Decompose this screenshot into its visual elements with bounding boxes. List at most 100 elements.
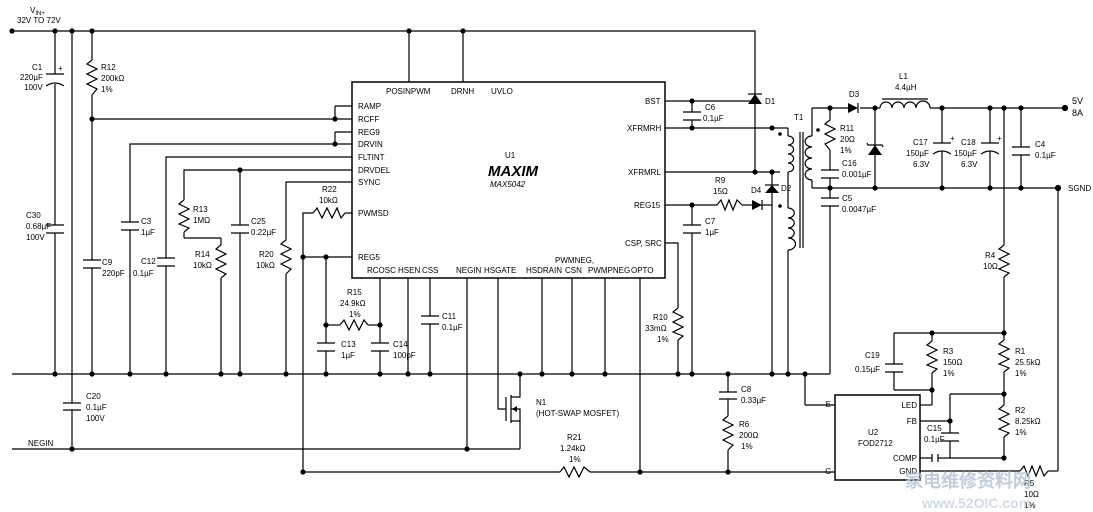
pin-negin: NEGIN [456,266,482,275]
svg-text:8.25kΩ: 8.25kΩ [1015,417,1041,426]
svg-text:1%: 1% [349,310,361,319]
negin-label: NEGIN [28,439,54,448]
svg-text:1µF: 1µF [705,228,719,237]
pin-uvlo: UVLO [491,87,513,96]
svg-text:C30: C30 [26,211,41,220]
pin-css: CSS [422,266,438,275]
svg-text:1%: 1% [943,369,955,378]
pin-reg15: REG15 [634,201,661,210]
svg-text:C15: C15 [927,424,942,433]
u2-part: FOD2712 [858,439,893,448]
svg-text:0.1µF: 0.1µF [1035,151,1056,160]
svg-text:10Ω: 10Ω [983,262,998,271]
svg-text:C13: C13 [341,340,356,349]
u2-pin-e: E [826,400,831,409]
pin-opto: OPTO [631,266,654,275]
svg-text:1%: 1% [569,455,581,464]
svg-text:24.9kΩ: 24.9kΩ [340,299,366,308]
svg-text:C25: C25 [251,217,266,226]
svg-text:100V: 100V [86,414,105,423]
resistor-symbols [85,59,1049,479]
pin-reg5: REG5 [358,253,380,262]
r2-label: R2 8.25kΩ 1% [1015,406,1041,437]
pin-fltint: FLTINT [358,153,385,162]
svg-text:4.4µH: 4.4µH [895,83,917,92]
pin-csn: CSN [565,266,582,275]
u1-ref: U1 [505,151,516,160]
r9-label: R9 15Ω [713,176,728,196]
svg-text:C7: C7 [705,217,716,226]
d3-label: D3 [849,90,860,99]
svg-text:25.5kΩ: 25.5kΩ [1015,358,1041,367]
svg-text:C5: C5 [842,194,853,203]
pin-reg9: REG9 [358,128,380,137]
r20-label: R20 10kΩ [256,250,275,270]
mosfet-n1 [505,395,521,425]
r10-label: R10 33mΩ 1% [645,313,669,344]
d4-label: D4 [751,186,762,195]
svg-text:33mΩ: 33mΩ [645,324,667,333]
r4-label: R4 10Ω [983,251,998,271]
svg-text:(HOT-SWAP MOSFET): (HOT-SWAP MOSFET) [536,409,619,418]
c7-label: C7 1µF [705,217,719,237]
d2-label: D2 [781,184,792,193]
svg-text:10kΩ: 10kΩ [256,261,275,270]
svg-text:6.3V: 6.3V [913,160,930,169]
svg-text:220µF: 220µF [20,73,43,82]
c25-label: C25 0.22µF [251,217,276,237]
svg-text:1µF: 1µF [141,228,155,237]
r6-label: R6 200Ω 1% [739,420,758,451]
svg-text:C8: C8 [741,385,752,394]
svg-text:0.1µF: 0.1µF [924,435,945,444]
svg-text:1%: 1% [1024,501,1036,510]
c6-label: C6 0.1µF [703,103,724,123]
svg-text:0.1µF: 0.1µF [133,269,154,278]
c13-label: C13 1µF [341,340,356,360]
u2-pin-led: LED [901,401,917,410]
svg-text:R15: R15 [347,288,362,297]
u1-body [351,81,666,279]
c17-label: C17 150µF 6.3V [906,138,930,169]
r21-label: R21 1.24kΩ 1% [560,433,586,464]
svg-text:0.1µF: 0.1µF [703,114,724,123]
r15-label: R15 24.9kΩ 1% [340,288,366,319]
pin-drvdel: DRVDEL [358,166,391,175]
svg-text:1%: 1% [1015,428,1027,437]
svg-text:0.1µF: 0.1µF [86,403,107,412]
svg-text:0.33µF: 0.33µF [741,396,766,405]
vin-label: VIN+ [30,6,45,17]
svg-text:R21: R21 [567,433,582,442]
svg-text:C12: C12 [141,257,156,266]
svg-text:0.1µF: 0.1µF [442,323,463,332]
svg-text:L1: L1 [899,72,908,81]
svg-text:1.24kΩ: 1.24kΩ [560,444,586,453]
c5-label: C5 0.0047µF [842,194,876,214]
svg-text:C16: C16 [842,159,857,168]
maxim-logo: MAXIM [488,163,539,180]
pin-posinpwm: POSINPWM [386,87,431,96]
c16-label: C16 0.001µF [842,159,872,179]
svg-text:150Ω: 150Ω [943,358,962,367]
svg-text:N1: N1 [536,398,547,407]
svg-text:200Ω: 200Ω [739,431,758,440]
svg-text:1%: 1% [840,146,852,155]
vin-range: 32V TO 72V [17,16,61,25]
pin-hsen: HSEN [398,266,420,275]
svg-text:R13: R13 [193,205,208,214]
pin-pwmsd: PWMSD [358,209,389,218]
svg-text:150µF: 150µF [906,149,929,158]
vout-label: 5V [1072,96,1083,106]
pin-pwmneg: PWMNEG, [555,256,594,265]
pin-bst: BST [645,97,661,106]
svg-text:C1: C1 [32,63,43,72]
junctions [9,28,1069,475]
iout-label: 8A [1072,108,1083,118]
u1-part: MAX5042 [490,180,526,189]
svg-text:C20: C20 [86,392,101,401]
pin-csp-src: CSP, SRC [625,239,662,248]
svg-text:100V: 100V [24,83,43,92]
pin-sync: SYNC [358,178,380,187]
c14-label: C14 100pF [393,340,416,360]
c12-label: C12 0.1µF [133,257,156,278]
svg-text:0.68µF: 0.68µF [26,222,51,231]
